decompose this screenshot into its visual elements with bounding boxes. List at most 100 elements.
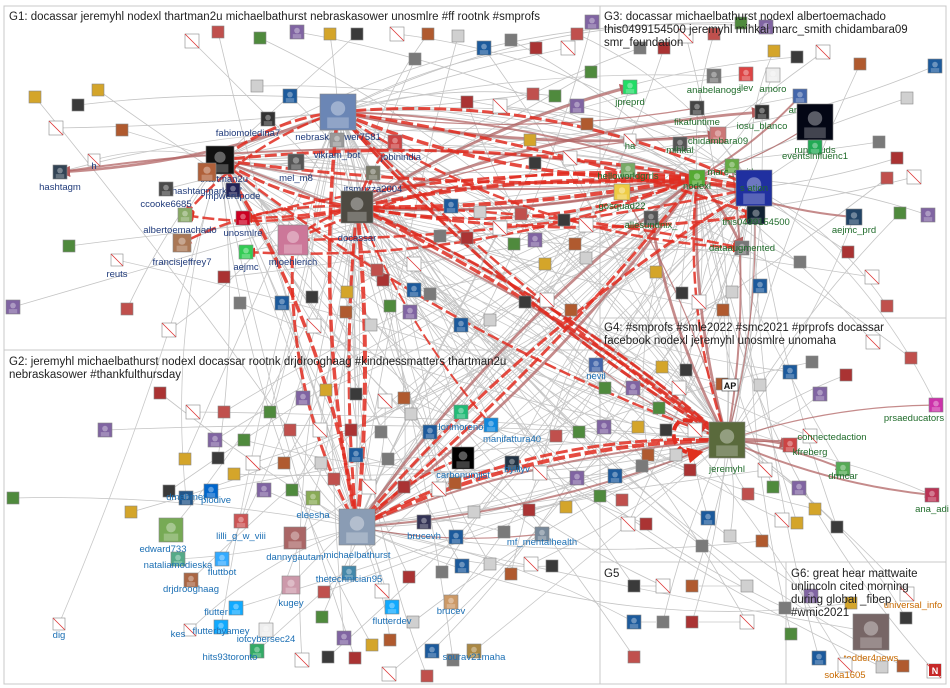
user-node[interactable] bbox=[812, 386, 828, 402]
user-node[interactable] bbox=[526, 87, 540, 101]
user-node-connectedaction[interactable] bbox=[802, 428, 818, 444]
user-node[interactable] bbox=[454, 558, 470, 574]
user-node[interactable] bbox=[725, 285, 739, 299]
user-node[interactable] bbox=[28, 90, 42, 104]
user-node[interactable] bbox=[687, 422, 703, 438]
user-node[interactable] bbox=[305, 290, 319, 304]
user-node[interactable] bbox=[448, 529, 464, 545]
user-node[interactable] bbox=[237, 433, 251, 447]
user-node[interactable] bbox=[620, 516, 636, 532]
user-node[interactable] bbox=[504, 33, 518, 47]
user-node[interactable] bbox=[734, 16, 748, 30]
user-node[interactable] bbox=[422, 424, 438, 440]
user-node[interactable] bbox=[569, 470, 585, 486]
user-node-ana_adi[interactable] bbox=[924, 487, 940, 503]
user-node[interactable] bbox=[579, 251, 593, 265]
user-node[interactable] bbox=[655, 578, 671, 594]
user-node[interactable] bbox=[784, 627, 798, 641]
user-node-nodexl[interactable] bbox=[688, 169, 706, 187]
user-node[interactable] bbox=[283, 423, 297, 437]
user-node-lilli_g[interactable] bbox=[233, 513, 249, 529]
user-node[interactable] bbox=[549, 429, 563, 443]
user-node[interactable] bbox=[402, 304, 418, 320]
user-node[interactable] bbox=[404, 407, 418, 421]
user-node[interactable] bbox=[507, 237, 521, 251]
user-node[interactable] bbox=[161, 322, 177, 338]
user-node[interactable] bbox=[757, 462, 773, 478]
user-node[interactable] bbox=[716, 303, 730, 317]
user-node[interactable] bbox=[811, 650, 827, 666]
user-node-iotcybersec24[interactable] bbox=[258, 622, 274, 638]
user-node[interactable] bbox=[679, 363, 693, 377]
user-node[interactable] bbox=[381, 452, 395, 466]
user-node[interactable] bbox=[397, 391, 411, 405]
user-node[interactable] bbox=[626, 614, 642, 630]
user-node[interactable] bbox=[739, 614, 755, 630]
user-node[interactable] bbox=[295, 390, 311, 406]
user-node-ilev[interactable] bbox=[738, 66, 754, 82]
user-node[interactable] bbox=[927, 58, 943, 74]
user-node[interactable] bbox=[538, 257, 552, 271]
user-node-jobinindia[interactable] bbox=[387, 134, 403, 150]
user-node[interactable] bbox=[350, 27, 364, 41]
user-node[interactable] bbox=[766, 480, 780, 494]
user-node[interactable] bbox=[327, 472, 341, 486]
user-node[interactable] bbox=[890, 151, 904, 165]
user-node[interactable] bbox=[406, 282, 422, 298]
user-node-itsmuzza[interactable] bbox=[365, 165, 381, 181]
user-node[interactable] bbox=[514, 207, 528, 221]
user-node[interactable] bbox=[564, 303, 578, 317]
user-node[interactable] bbox=[649, 265, 663, 279]
user-node-this0499[interactable] bbox=[746, 205, 766, 225]
user-node[interactable] bbox=[339, 305, 353, 319]
user-node[interactable] bbox=[319, 383, 333, 397]
user-node-francis[interactable] bbox=[172, 233, 192, 253]
user-node[interactable] bbox=[839, 368, 853, 382]
user-node[interactable] bbox=[523, 556, 539, 572]
user-node-flutterdev[interactable] bbox=[384, 599, 400, 615]
user-node[interactable] bbox=[323, 27, 337, 41]
user-node[interactable] bbox=[460, 95, 474, 109]
user-node[interactable] bbox=[584, 14, 600, 30]
user-node[interactable] bbox=[906, 169, 922, 185]
user-node[interactable] bbox=[211, 451, 225, 465]
user-node[interactable] bbox=[875, 660, 889, 674]
user-node[interactable] bbox=[569, 98, 585, 114]
user-node[interactable] bbox=[245, 455, 261, 471]
user-node-universal_info[interactable] bbox=[899, 586, 915, 602]
user-node[interactable] bbox=[675, 286, 689, 300]
user-node[interactable] bbox=[451, 29, 465, 43]
user-node[interactable] bbox=[518, 295, 532, 309]
user-node[interactable] bbox=[492, 98, 508, 114]
user-node-flutter[interactable] bbox=[228, 600, 244, 616]
user-node-michaelbathurst[interactable] bbox=[338, 508, 376, 546]
user-node[interactable] bbox=[211, 25, 225, 39]
user-node[interactable] bbox=[572, 425, 586, 439]
user-node[interactable] bbox=[227, 467, 241, 481]
user-node[interactable] bbox=[233, 296, 247, 310]
user-node[interactable] bbox=[657, 41, 671, 55]
user-node-runclouds[interactable] bbox=[796, 103, 834, 141]
user-node[interactable] bbox=[48, 120, 64, 136]
user-node-mf_mentalhealth[interactable] bbox=[534, 526, 550, 542]
user-node[interactable] bbox=[655, 360, 669, 374]
user-node[interactable] bbox=[853, 57, 867, 71]
user-node[interactable] bbox=[532, 465, 548, 481]
user-node[interactable] bbox=[695, 539, 709, 553]
user-node-chidambara09[interactable] bbox=[709, 126, 727, 144]
user-node[interactable] bbox=[584, 65, 598, 79]
user-node[interactable] bbox=[435, 565, 449, 579]
user-node[interactable] bbox=[185, 404, 201, 420]
user-node-prsaeducators[interactable] bbox=[928, 397, 944, 413]
user-node[interactable] bbox=[631, 420, 645, 434]
user-node[interactable] bbox=[91, 83, 105, 97]
user-node[interactable] bbox=[607, 468, 623, 484]
user-node[interactable] bbox=[483, 313, 497, 327]
user-node[interactable] bbox=[383, 299, 397, 313]
user-node[interactable] bbox=[374, 583, 390, 599]
user-node[interactable] bbox=[633, 41, 647, 55]
user-node-helloworld[interactable] bbox=[620, 162, 636, 178]
user-node-kfreberg[interactable] bbox=[782, 437, 798, 453]
user-node-nebraskasower[interactable] bbox=[319, 93, 357, 131]
user-node-dmehmet[interactable] bbox=[178, 490, 194, 506]
